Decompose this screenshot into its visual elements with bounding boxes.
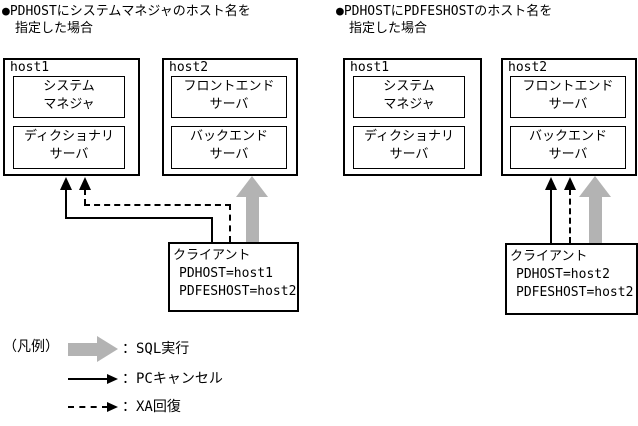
pc-cancel-line-segment (211, 217, 213, 242)
server-name-line: フロントエンド (183, 79, 275, 94)
right-client-pdfeshost: PDFESHOST=host2 (516, 285, 634, 300)
server-name-line: バックエンド (189, 129, 268, 144)
left-panel-title-line2: 指定した場合 (15, 21, 94, 36)
right-host1-box: host1 システム マネジャ ディクショナリ サーバ (343, 58, 482, 176)
pc-cancel-line-segment (65, 189, 67, 219)
right-host2-box: host2 フロントエンド サーバ バックエンド サーバ (501, 58, 637, 176)
right-backend-server-box: バックエンド サーバ (510, 126, 626, 169)
xa-recovery-arrowhead-icon (564, 177, 576, 190)
server-name-line: サーバ (209, 147, 249, 162)
pc-cancel-legend-arrowhead-icon (107, 374, 118, 384)
pc-cancel-line-segment (550, 189, 552, 243)
server-name-line: サーバ (49, 147, 89, 162)
xa-recovery-legend-line (68, 406, 108, 408)
left-system-manager-box: システム マネジャ (13, 76, 125, 118)
right-host2-label: host2 (508, 60, 548, 75)
left-host2-label: host2 (169, 60, 209, 75)
server-name-line: フロントエンド (522, 79, 614, 94)
legend-item-xa-recovery: ：XA回復 (122, 399, 181, 415)
pc-cancel-line-segment (65, 217, 213, 219)
left-backend-server-box: バックエンド サーバ (171, 126, 287, 169)
right-dictionary-server-box: ディクショナリ サーバ (353, 126, 465, 169)
xa-recovery-legend-arrowhead-icon (107, 402, 118, 412)
sql-execution-arrow-shaft (589, 196, 602, 243)
pc-cancel-arrowhead-icon (60, 177, 72, 190)
right-frontend-server-box: フロントエンド サーバ (510, 76, 626, 118)
right-panel-title-line2: 指定した場合 (349, 21, 428, 36)
left-host1-label: host1 (10, 60, 50, 75)
right-panel-title-line1: ●PDHOSTにPDFESHOSTのホスト名を (336, 4, 553, 19)
left-client-pdhost: PDHOST=host1 (179, 266, 273, 281)
left-client-box: クライアント PDHOST=host1 PDFESHOST=host2 (168, 242, 299, 312)
server-name-line: システム (43, 79, 95, 94)
server-name-line: ディクショナリ (363, 129, 455, 144)
right-client-pdhost: PDHOST=host2 (516, 267, 610, 282)
xa-recovery-line-segment (84, 189, 86, 205)
server-name-line: システム (383, 79, 435, 94)
sql-execution-legend-arrowhead-icon (97, 336, 118, 362)
xa-recovery-line-segment (84, 204, 231, 206)
right-client-title: クライアント (510, 249, 588, 264)
left-frontend-server-box: フロントエンド サーバ (171, 76, 287, 118)
server-name-line: サーバ (389, 147, 429, 162)
server-name-line: マネジャ (43, 97, 95, 112)
sql-execution-legend-arrow-shaft (68, 343, 97, 356)
right-client-box: クライアント PDHOST=host2 PDFESHOST=host2 (505, 243, 638, 315)
left-panel-title-line1: ●PDHOSTにシステムマネジャのホスト名を (2, 4, 251, 19)
server-name-line: サーバ (548, 97, 588, 112)
xa-recovery-line-segment (569, 189, 571, 243)
right-system-manager-box: システム マネジャ (353, 76, 465, 118)
pc-cancel-legend-line (68, 378, 108, 380)
server-name-line: サーバ (548, 147, 588, 162)
left-client-pdfeshost: PDFESHOST=host2 (179, 284, 297, 299)
xa-recovery-arrowhead-icon (79, 177, 91, 190)
left-host2-box: host2 フロントエンド サーバ バックエンド サーバ (162, 58, 298, 176)
server-name-line: バックエンド (528, 129, 607, 144)
legend-item-sql: ：SQL実行 (122, 341, 190, 357)
server-name-line: ディクショナリ (23, 129, 115, 144)
server-name-line: マネジャ (383, 97, 435, 112)
pc-cancel-arrowhead-icon (545, 177, 557, 190)
legend-item-pc-cancel: ：PCキャンセル (122, 371, 223, 387)
sql-execution-arrowhead-icon (579, 176, 611, 197)
left-client-title: クライアント (173, 248, 251, 263)
sql-execution-arrow-shaft (246, 196, 259, 242)
right-host1-label: host1 (350, 60, 390, 75)
sql-execution-arrowhead-icon (236, 176, 268, 197)
server-name-line: サーバ (209, 97, 249, 112)
left-dictionary-server-box: ディクショナリ サーバ (13, 126, 125, 169)
legend-label: （凡例） (3, 339, 59, 355)
xa-recovery-line-segment (229, 204, 231, 242)
left-host1-box: host1 システム マネジャ ディクショナリ サーバ (3, 58, 140, 176)
